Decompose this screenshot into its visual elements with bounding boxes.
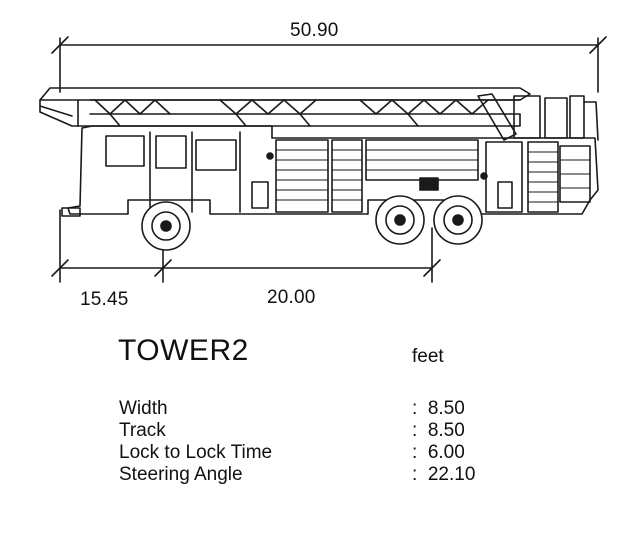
rear-wheel-1 — [375, 195, 425, 245]
bottom-dimension-line — [51, 209, 441, 283]
rear-wheel-2 — [433, 195, 483, 245]
spec-label-track: Track — [119, 420, 166, 441]
truck-body — [61, 125, 599, 217]
wheelbase-label: 20.00 — [267, 287, 316, 308]
aerial-ladder — [39, 87, 599, 141]
vehicle-name: TOWER2 — [118, 334, 249, 367]
spec-label-steering-angle: Steering Angle — [119, 464, 243, 485]
front-overhang-label: 15.45 — [80, 289, 129, 310]
overall-length-dimension — [51, 36, 607, 93]
units-label: feet — [412, 346, 444, 367]
spec-value-width: : 8.50 — [412, 398, 465, 419]
spec-value-track: : 8.50 — [412, 420, 465, 441]
spec-label-width: Width — [119, 398, 168, 419]
overall-length-label: 50.90 — [290, 20, 339, 41]
spec-value-lock-time: : 6.00 — [412, 442, 465, 463]
front-wheel — [141, 201, 191, 251]
spec-value-steering-angle: : 22.10 — [412, 464, 476, 485]
spec-label-lock-time: Lock to Lock Time — [119, 442, 273, 463]
